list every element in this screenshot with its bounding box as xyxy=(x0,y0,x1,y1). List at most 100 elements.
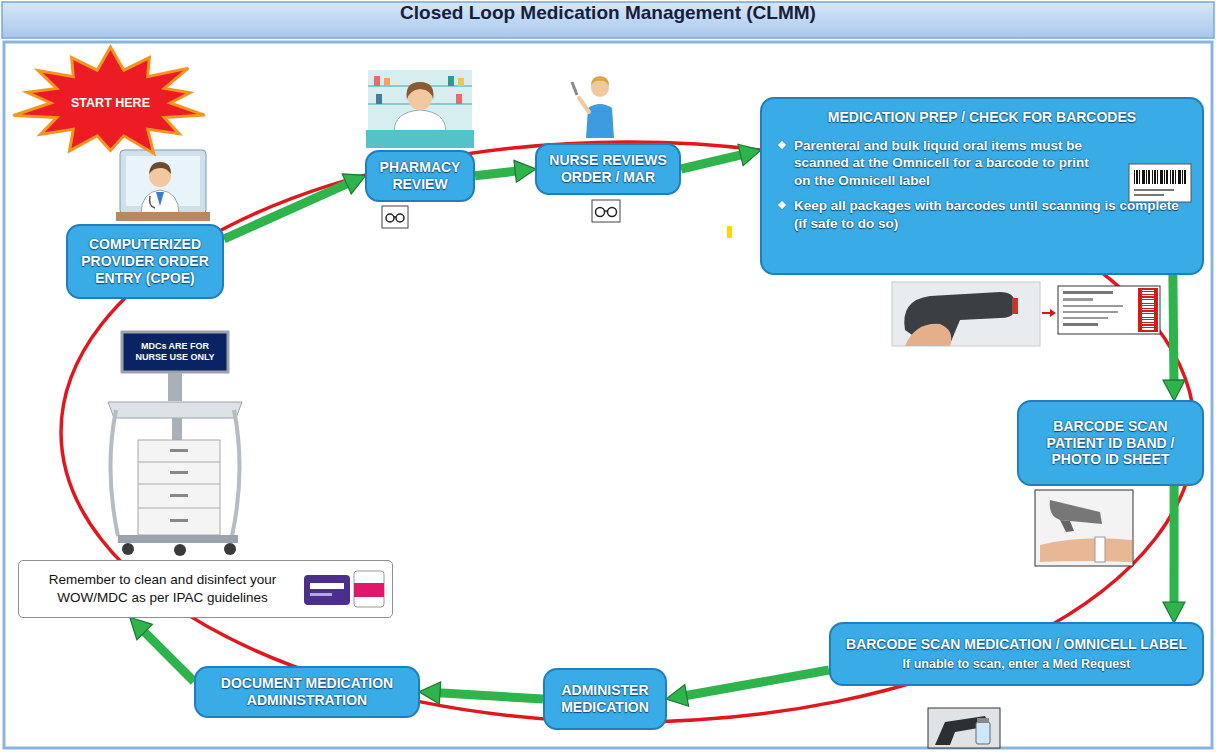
nurse-icon xyxy=(579,98,589,112)
bullet-text: Keep all packages with barcodes until sc… xyxy=(794,198,1179,231)
flow-arrow xyxy=(681,154,746,169)
pharmacist-icon xyxy=(407,82,434,100)
flow-arrow xyxy=(1173,275,1174,386)
medication-cart xyxy=(138,484,220,485)
scanner-photo xyxy=(1063,317,1108,319)
nurse-icon xyxy=(572,76,614,138)
nurse-icon xyxy=(591,79,609,97)
node-heading: MEDICATION PREP / CHECK FOR BARCODES xyxy=(776,109,1188,126)
doctor-icon xyxy=(120,150,206,214)
scanner-photo xyxy=(1058,286,1160,334)
bullet-item: Parenteral and bulk liquid oral items mu… xyxy=(776,137,1188,190)
scanner-photo xyxy=(1063,305,1123,307)
doctor-icon xyxy=(116,212,210,221)
yellow-mark xyxy=(727,226,732,238)
doctor-icon xyxy=(150,196,155,208)
barcode-label-icon xyxy=(1134,189,1174,191)
review-glasses-icon xyxy=(386,214,394,222)
node-heading: DOCUMENT MEDICATION ADMINISTRATION xyxy=(204,675,410,709)
medication-cart xyxy=(138,508,220,509)
pharmacist-icon xyxy=(368,70,472,132)
pharmacist-icon xyxy=(368,103,472,105)
disinfectant-wipes-icon xyxy=(304,575,350,605)
bullet-mark xyxy=(778,141,786,149)
process-box: ADMINISTER MEDICATION xyxy=(543,668,667,730)
process-box: MEDICATION PREP / CHECK FOR BARCODES Pare… xyxy=(760,97,1204,275)
scanner-photo xyxy=(1142,290,1154,330)
medication-cart xyxy=(170,519,188,522)
start-starburst: START HERE xyxy=(8,44,213,162)
nurse-icon xyxy=(591,76,609,86)
disinfectant-wipes-icon xyxy=(354,571,384,607)
doctor-icon xyxy=(156,192,164,206)
review-glasses-icon xyxy=(394,216,396,218)
medication-cart xyxy=(110,410,118,536)
node-heading: NURSE REVIEWS ORDER / MAR xyxy=(545,152,671,186)
medication-cart xyxy=(172,418,182,442)
bullet-item: Keep all packages with barcodes until sc… xyxy=(776,197,1188,232)
scanner-photo xyxy=(1042,312,1050,314)
outer-frame xyxy=(4,42,1212,748)
flow-arrow xyxy=(475,171,521,176)
wristband-scan-photo xyxy=(1035,490,1133,566)
medication-cart xyxy=(224,543,236,555)
nurse-icon xyxy=(572,82,577,95)
screen-label-text: MDCs ARE FOR NURSE USE ONLY xyxy=(124,341,226,363)
scanner-photo xyxy=(1138,288,1158,332)
review-glasses-icon xyxy=(396,214,404,222)
barcode-label-icon xyxy=(1134,170,1186,184)
process-box: NURSE REVIEWS ORDER / MAR xyxy=(535,143,681,195)
title-text: Closed Loop Medication Management (CLMM) xyxy=(0,2,1216,38)
scanner-photo xyxy=(1012,298,1018,314)
doctor-icon xyxy=(149,165,171,187)
wristband-scan-photo xyxy=(1035,490,1133,566)
starburst-outline xyxy=(14,47,205,154)
scanner-photo xyxy=(892,282,1040,346)
pharmacist-icon xyxy=(366,70,474,148)
flow-arrow xyxy=(224,182,352,240)
scanner-photo xyxy=(904,292,1015,344)
pharmacist-icon xyxy=(456,94,462,104)
medication-cart xyxy=(170,449,188,452)
yellow-mark xyxy=(727,226,732,238)
vial-scan-photo xyxy=(928,708,1000,748)
vial-scan-photo xyxy=(928,708,1000,748)
reminder-note: Remember to clean and disinfect your WOW… xyxy=(18,560,393,618)
scanner-photo xyxy=(1063,323,1098,326)
pharmacist-icon xyxy=(458,78,464,86)
vial-scan-photo xyxy=(935,716,990,745)
flow-arrow xyxy=(434,693,543,699)
scanner-photo xyxy=(1050,309,1056,317)
scanner-photo xyxy=(1063,298,1093,301)
node-heading: ADMINISTER MEDICATION xyxy=(553,682,657,716)
process-box: DOCUMENT MEDICATION ADMINISTRATION xyxy=(194,666,420,718)
medication-cart xyxy=(138,440,220,535)
wristband-scan-photo xyxy=(1050,500,1102,524)
medication-cart xyxy=(170,494,188,497)
review-glasses-icon xyxy=(605,210,608,212)
barcode-label-icon xyxy=(1128,163,1192,203)
wristband-scan-photo xyxy=(1060,520,1074,532)
pharmacist-icon xyxy=(384,78,390,86)
pharmacist-icon xyxy=(394,110,446,132)
screen-label: MDCs ARE FOR NURSE USE ONLY xyxy=(122,334,228,370)
doctor-icon xyxy=(141,190,179,214)
pharmacist-icon xyxy=(374,76,380,86)
flow-arrow xyxy=(140,628,194,682)
disinfectant-wipes-icon xyxy=(310,583,344,589)
flow-arrow xyxy=(681,670,829,697)
process-box: BARCODE SCAN PATIENT ID BAND / PHOTO ID … xyxy=(1017,400,1204,486)
vial-scan-photo xyxy=(977,718,989,723)
node-heading: START HERE xyxy=(71,96,150,111)
node-heading: BARCODE SCAN MEDICATION / OMNICELL LABEL xyxy=(839,636,1194,653)
doctor-icon xyxy=(126,156,200,206)
medication-cart xyxy=(138,462,220,463)
wristband-scan-photo xyxy=(1040,538,1132,562)
review-glasses-icon xyxy=(382,206,408,228)
process-box: PHARMACY REVIEW xyxy=(365,150,475,202)
pharmacist-icon xyxy=(376,94,382,104)
scanner-photo xyxy=(892,282,1160,346)
flow-arrow xyxy=(1170,486,1179,608)
disinfectant-wipes-icon xyxy=(310,593,332,596)
disinfectant-wipes-icon xyxy=(354,583,384,597)
